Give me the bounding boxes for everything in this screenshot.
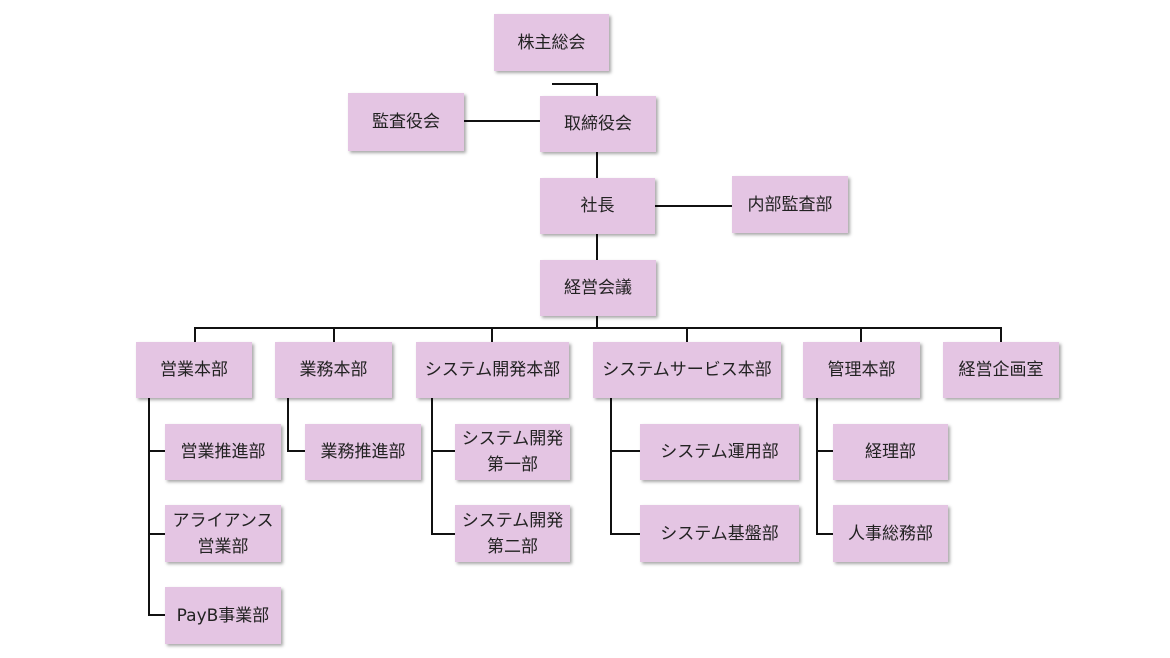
connector-line <box>431 450 455 452</box>
node-payb: PayB事業部 <box>165 587 281 644</box>
connector-line <box>464 120 540 122</box>
connector-line <box>333 327 335 342</box>
connector-line <box>860 327 862 342</box>
node-system-service-hq: システムサービス本部 <box>593 342 781 398</box>
connector-line <box>491 327 493 342</box>
connector-line <box>148 533 165 535</box>
connector-line <box>552 83 598 85</box>
connector-line <box>655 205 732 207</box>
connector-line <box>816 398 818 535</box>
connector-line <box>596 83 598 96</box>
connector-line <box>686 327 688 342</box>
node-planning-office: 経営企画室 <box>943 342 1059 398</box>
node-president: 社長 <box>540 178 655 234</box>
connector-line <box>431 533 455 535</box>
node-shareholders: 株主総会 <box>494 14 609 71</box>
connector-line <box>1000 327 1002 342</box>
node-sales-promotion: 営業推進部 <box>165 424 281 480</box>
connector-line <box>610 450 640 452</box>
connector-line <box>610 533 640 535</box>
connector-line <box>148 614 165 616</box>
node-sales-hq: 営業本部 <box>136 342 252 398</box>
node-auditors: 監査役会 <box>348 93 464 151</box>
node-management-meeting: 経営会議 <box>540 260 656 316</box>
connector-line <box>194 327 196 342</box>
node-system-dev-2: システム開発 第二部 <box>455 505 570 562</box>
connector-line <box>287 450 305 452</box>
node-board: 取締役会 <box>540 96 656 152</box>
node-business-hq: 業務本部 <box>275 342 392 398</box>
node-system-ops: システム運用部 <box>640 424 799 480</box>
node-admin-hq: 管理本部 <box>803 342 920 398</box>
connector-line <box>148 398 150 616</box>
node-system-dev-1: システム開発 第一部 <box>455 424 570 480</box>
node-internal-audit: 内部監査部 <box>732 176 848 233</box>
connector-line <box>596 152 598 178</box>
connector-line <box>148 450 165 452</box>
connector-line <box>431 398 433 535</box>
connector-line <box>287 398 289 452</box>
connector-line <box>194 327 1002 329</box>
node-business-promotion: 業務推進部 <box>305 424 421 480</box>
node-system-infra: システム基盤部 <box>640 505 799 562</box>
connector-line <box>610 398 612 535</box>
connector-line <box>816 450 833 452</box>
connector-line <box>596 234 598 260</box>
node-system-dev-hq: システム開発本部 <box>416 342 569 398</box>
node-hr-general: 人事総務部 <box>833 505 948 562</box>
connector-line <box>816 533 833 535</box>
connector-line <box>596 316 598 328</box>
node-alliance-sales: アライアンス 営業部 <box>165 505 281 562</box>
node-accounting: 経理部 <box>833 424 948 480</box>
